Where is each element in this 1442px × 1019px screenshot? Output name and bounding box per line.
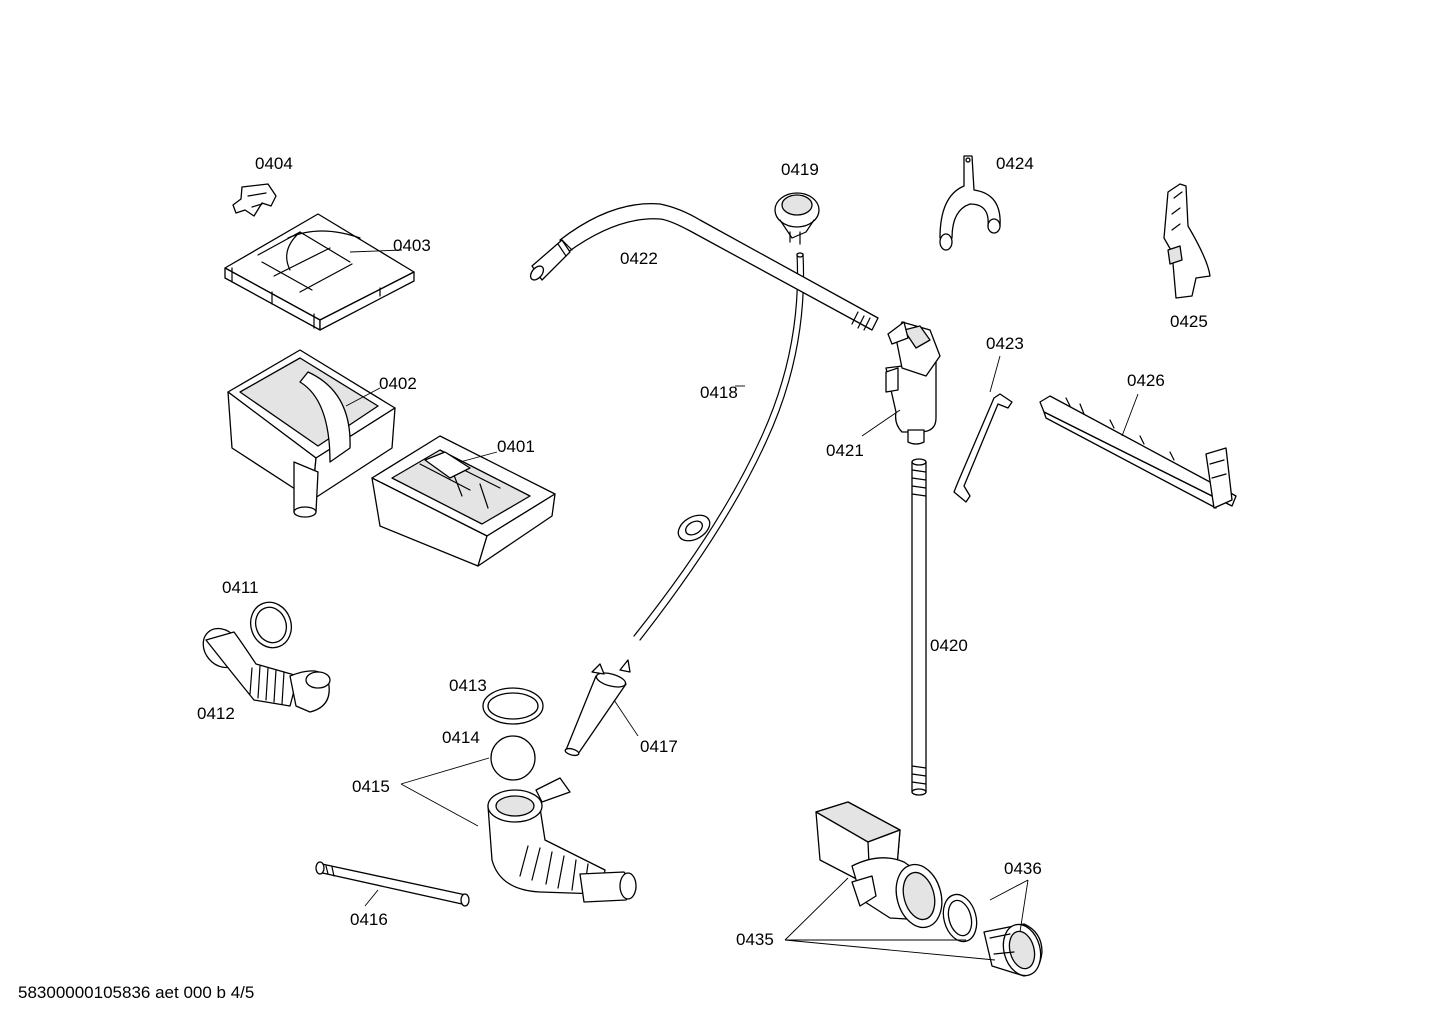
- label-0435: 0435: [736, 930, 774, 949]
- part-0414-drawing[interactable]: [490, 735, 536, 781]
- label-0404: 0404: [255, 154, 293, 173]
- footer-document-id: 58300000105836 aet 000 b 4/5: [18, 983, 254, 1002]
- label-0401: 0401: [497, 437, 535, 456]
- part-0403-drawing[interactable]: [224, 213, 415, 331]
- part-0417-drawing[interactable]: [564, 659, 631, 757]
- part-0436-drawing[interactable]: [938, 891, 1046, 980]
- label-0421: 0421: [826, 441, 864, 460]
- part-0426-drawing[interactable]: [1039, 395, 1237, 509]
- part-0411-drawing[interactable]: [244, 597, 297, 654]
- leader-lines: [345, 249, 1139, 961]
- part-0402-drawing[interactable]: [227, 349, 396, 518]
- label-0414: 0414: [442, 728, 480, 747]
- label-0415: 0415: [352, 777, 390, 796]
- label-0436: 0436: [1004, 859, 1042, 878]
- part-0418-drawing[interactable]: [633, 252, 805, 641]
- part-0404-drawing[interactable]: [232, 183, 277, 217]
- part-0416-drawing[interactable]: [315, 861, 470, 907]
- label-0403: 0403: [393, 236, 431, 255]
- label-0411: 0411: [222, 578, 259, 597]
- part-0415-drawing[interactable]: [487, 777, 637, 903]
- label-0424: 0424: [996, 154, 1034, 173]
- label-0426: 0426: [1127, 371, 1165, 390]
- label-0416: 0416: [350, 910, 388, 929]
- part-0424-drawing[interactable]: [939, 155, 1001, 251]
- part-0420-drawing[interactable]: [911, 458, 927, 796]
- label-0418: 0418: [700, 383, 738, 402]
- part-0412-drawing[interactable]: [195, 621, 331, 713]
- label-0419: 0419: [781, 160, 819, 179]
- label-0413: 0413: [449, 676, 487, 695]
- part-0423-drawing[interactable]: [953, 393, 1013, 503]
- part-0419-drawing[interactable]: [774, 192, 820, 245]
- label-0422: 0422: [620, 249, 658, 268]
- part-0422-drawing[interactable]: [528, 202, 879, 331]
- label-0412: 0412: [197, 704, 235, 723]
- part-0413-drawing[interactable]: [482, 687, 544, 725]
- label-0417: 0417: [640, 737, 678, 756]
- part-0421-drawing[interactable]: [885, 321, 941, 445]
- part-labels: 0404 0403 0402 0401 0411 0412 0413 0414 …: [197, 154, 1208, 949]
- label-0402: 0402: [379, 374, 417, 393]
- part-0425-drawing[interactable]: [1163, 183, 1211, 299]
- part-0435-drawing[interactable]: [815, 801, 949, 933]
- label-0420: 0420: [930, 636, 968, 655]
- label-0425: 0425: [1170, 312, 1208, 331]
- part-0401-drawing[interactable]: [371, 435, 556, 567]
- label-0423: 0423: [986, 334, 1024, 353]
